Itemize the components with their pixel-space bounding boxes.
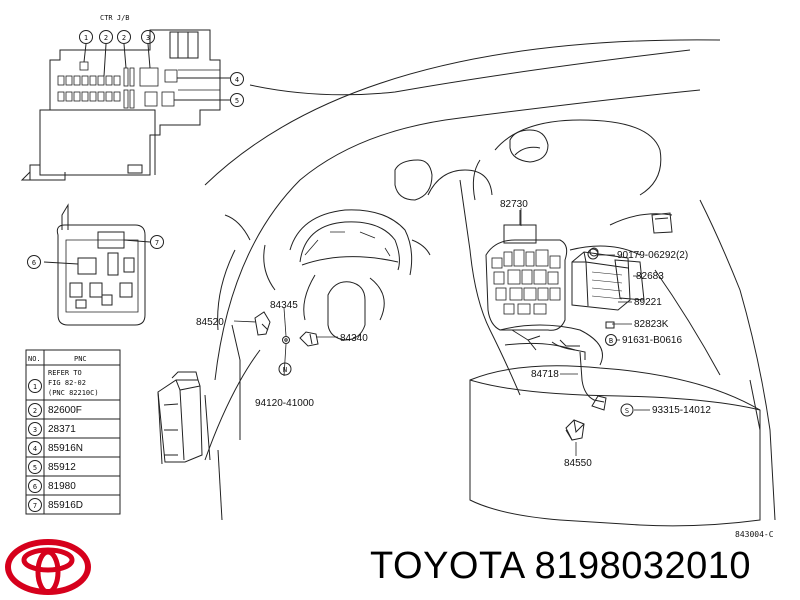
- part-93315: 93315-14012: [652, 405, 711, 416]
- part-89221: 89221: [634, 297, 662, 308]
- figure-code: 843004-C: [735, 530, 774, 539]
- junction-block-main: [485, 210, 645, 441]
- table-row-4-pnc: 85916N: [48, 443, 83, 454]
- table-row-4-no: 4: [33, 445, 37, 453]
- callout-6: 6: [32, 259, 36, 267]
- callout-circles: [27, 30, 634, 512]
- part-84520: 84520: [196, 317, 224, 328]
- part-91631: 91631-B0616: [622, 335, 682, 346]
- callout-3: 3: [146, 34, 150, 42]
- callout-4: 4: [235, 76, 239, 84]
- part-84718: 84718: [531, 369, 559, 380]
- toyota-logo-icon: [5, 539, 91, 595]
- table-row-1-pnc-line1: REFER TO: [48, 369, 82, 377]
- callout-7: 7: [155, 239, 159, 247]
- table-row-5-pnc: 85912: [48, 462, 76, 473]
- leader-lines: [233, 208, 650, 456]
- table-row-7-no: 7: [33, 502, 37, 510]
- table-row-5-no: 5: [33, 464, 37, 472]
- callout-2b: 2: [122, 34, 126, 42]
- callout-2a: 2: [104, 34, 108, 42]
- table-row-7-pnc: 85916D: [48, 500, 83, 511]
- dashboard-outline: [204, 39, 776, 527]
- part-94120: 94120-41000: [255, 398, 314, 409]
- part-84340: 84340: [340, 333, 368, 344]
- relay-bracket-inset: [43, 203, 151, 326]
- callout-s: S: [625, 407, 629, 415]
- table-row-6-no: 6: [33, 483, 37, 491]
- table-header-pnc: PNC: [74, 355, 87, 363]
- table-row-6-pnc: 81980: [48, 481, 76, 492]
- part-82730: 82730: [500, 199, 528, 210]
- part-82683: 82683: [636, 271, 664, 282]
- table-row-1-pnc-line3: (PNC 82210C): [48, 389, 99, 397]
- junction-block-inset: CTR J/B: [20, 14, 230, 181]
- table-row-2-pnc: 82600F: [48, 405, 82, 416]
- table-row-3-pnc: 28371: [48, 424, 76, 435]
- small-parts-left: [254, 311, 319, 347]
- callout-1: 1: [84, 34, 88, 42]
- part-90179: 90179-06292(2): [617, 250, 688, 261]
- table-row-1-no: 1: [33, 383, 37, 391]
- ecu-module: [157, 371, 203, 465]
- table-row-3-no: 3: [33, 426, 37, 434]
- table-row-2-no: 2: [33, 407, 37, 415]
- brand-part-number: TOYOTA 8198032010: [370, 545, 752, 587]
- pnc-table: [25, 349, 121, 515]
- part-84550: 84550: [564, 458, 592, 469]
- table-row-1-pnc-line2: FIG 82-02: [48, 379, 86, 387]
- table-header-no: NO.: [28, 355, 41, 363]
- part-82823k: 82823K: [634, 319, 669, 330]
- inset-title: CTR J/B: [100, 14, 130, 22]
- callout-n: N: [283, 366, 287, 374]
- callout-b: B: [609, 337, 613, 345]
- callout-5: 5: [235, 97, 239, 105]
- part-84345: 84345: [270, 300, 298, 311]
